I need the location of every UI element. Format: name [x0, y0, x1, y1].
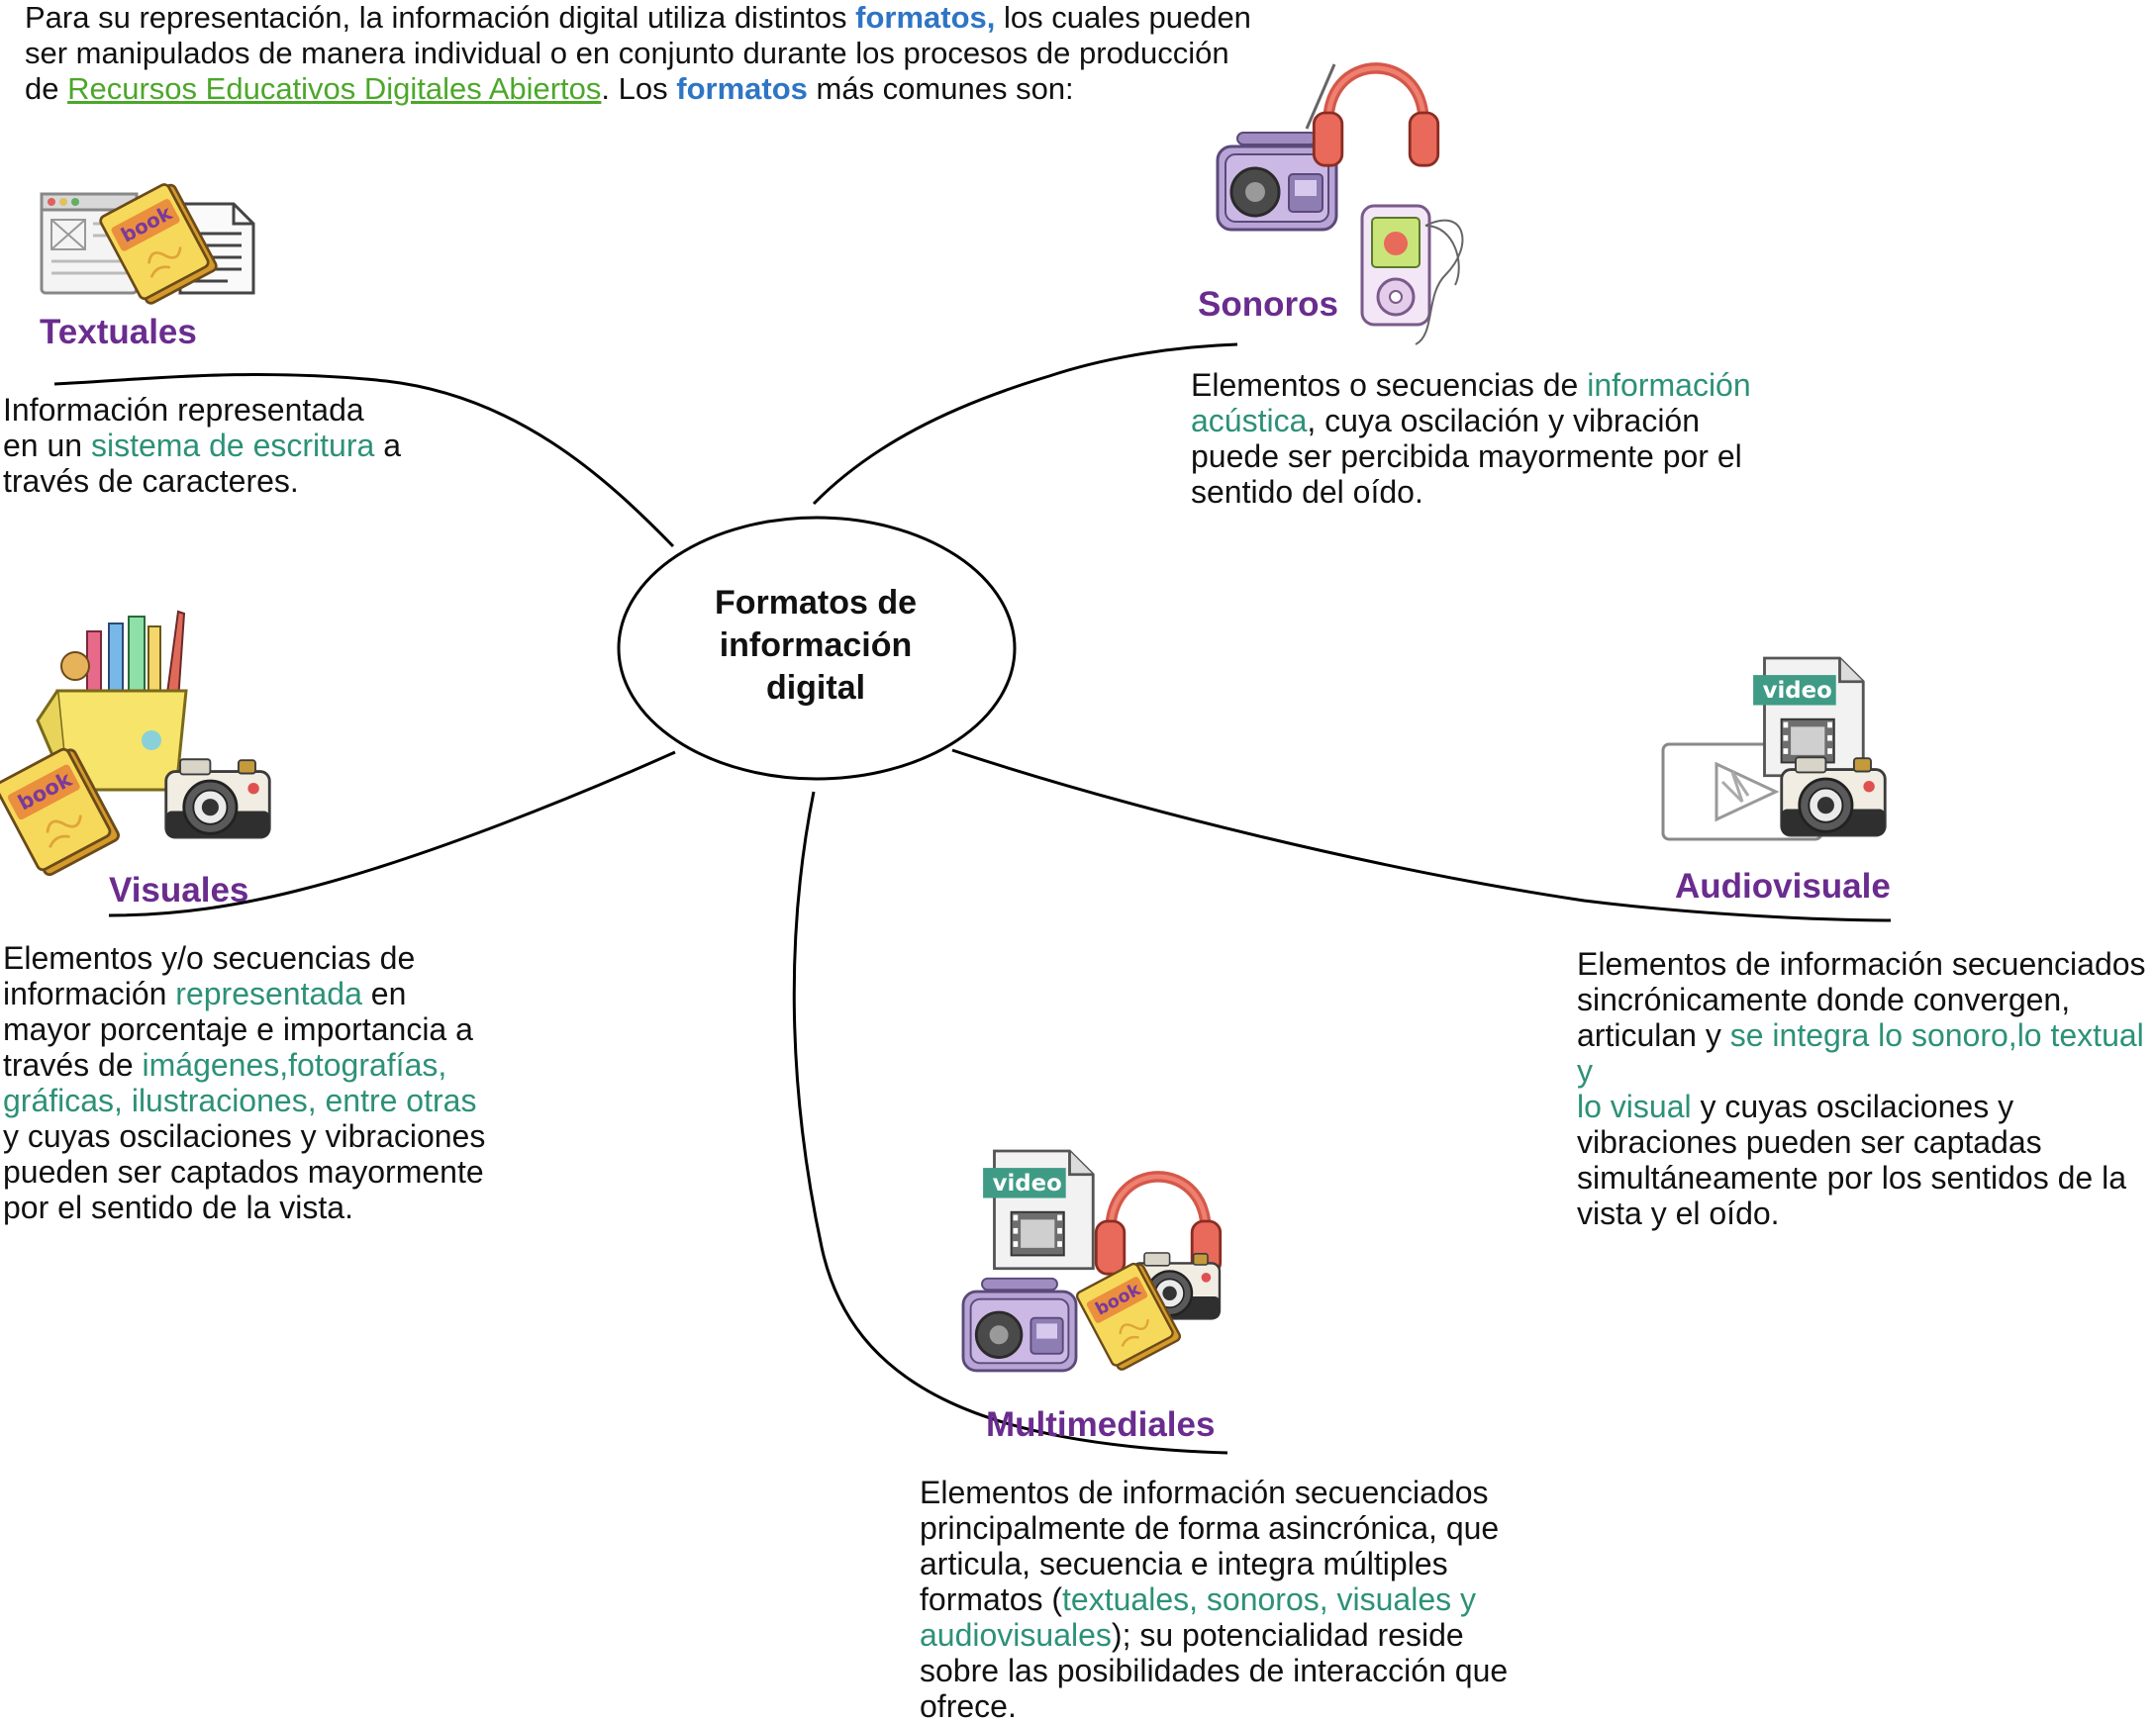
highlighted-text: formatos,: [855, 0, 996, 35]
text-segment: más comunes son:: [807, 71, 1074, 106]
highlighted-text: imágenes,fotografías, gráficas, ilustrac…: [3, 1047, 477, 1118]
highlighted-text: información acústica: [1191, 367, 1751, 438]
connector-sonoros: [812, 342, 1238, 506]
text-segment: a través de caracteres.: [3, 428, 401, 499]
text-segment: Elementos o secuencias de: [1191, 367, 1588, 403]
description-audiovisuale: Elementos de información secuenciados si…: [1577, 946, 2151, 1231]
text-segment: los cuales pueden ser manipulados de man…: [25, 0, 1251, 106]
connector-audiovisuale: [951, 748, 1892, 922]
text-segment: Para su representación, la información d…: [25, 0, 856, 35]
description-textuales: Información representada en un sistema d…: [3, 392, 419, 499]
camera-icon: [1780, 755, 1887, 837]
text-segment: en mayor porcentaje e importancia a trav…: [3, 976, 473, 1083]
text-segment: . Los: [601, 71, 677, 106]
intro-paragraph: Para su representación, la información d…: [25, 0, 1302, 107]
highlighted-text: textuales, sonoros, visuales y audiovisu…: [920, 1581, 1477, 1653]
description-visuales: Elementos y/o secuencias de información …: [3, 940, 518, 1225]
text-segment: Elementos de información secuenciados pr…: [920, 1475, 1500, 1617]
description-multimediales: Elementos de información secuenciados pr…: [920, 1475, 1533, 1724]
central-node: [617, 516, 1017, 781]
highlighted-text: se integra lo sonoro,lo textual y lo vis…: [1577, 1017, 2144, 1124]
description-sonoros: Elementos o secuencias de información ac…: [1191, 367, 1805, 510]
video-file-icon: [981, 1149, 1095, 1271]
branch-title-multimediales: Multimediales: [986, 1405, 1216, 1444]
art-supplies-box-icon: [36, 610, 188, 792]
text-segment: , cuya oscilación y vibración puede ser …: [1191, 403, 1742, 510]
connector-textuales: [53, 372, 675, 548]
branch-title-visuales: Visuales: [109, 871, 249, 910]
inline-link[interactable]: Recursos Educativos Digitales Abiertos: [67, 71, 602, 106]
radio-icon: [961, 1277, 1078, 1373]
branch-title-audiovisuale: Audiovisuale: [1675, 867, 1891, 906]
text-segment: Información representada en un: [3, 392, 364, 463]
connector-multimediales: [792, 791, 1228, 1455]
camera-icon: [164, 757, 271, 839]
text-segment: y cuyas oscilaciones y vibraciones puede…: [1577, 1089, 2126, 1231]
central-node-label: Formatos de información digital: [714, 584, 918, 707]
text-segment: Elementos de información secuenciados si…: [1577, 946, 2146, 1053]
branch-title-textuales: Textuales: [40, 313, 197, 351]
highlighted-text: formatos: [676, 71, 808, 106]
branch-title-sonoros: Sonoros: [1198, 285, 1338, 324]
music-player-icon: [1360, 204, 1464, 345]
highlighted-text: sistema de escritura: [90, 428, 375, 463]
branch-connectors: [53, 342, 1892, 1455]
text-segment: y cuyas oscilaciones y vibraciones puede…: [3, 1118, 486, 1225]
radio-icon: [1216, 63, 1338, 232]
text-segment: Elementos y/o secuencias de información: [3, 940, 416, 1011]
highlighted-text: representada: [175, 976, 362, 1011]
text-segment: ); su potencialidad reside sobre las pos…: [920, 1617, 1509, 1724]
connector-visuales: [108, 750, 676, 917]
headphones-icon: [1314, 68, 1437, 165]
